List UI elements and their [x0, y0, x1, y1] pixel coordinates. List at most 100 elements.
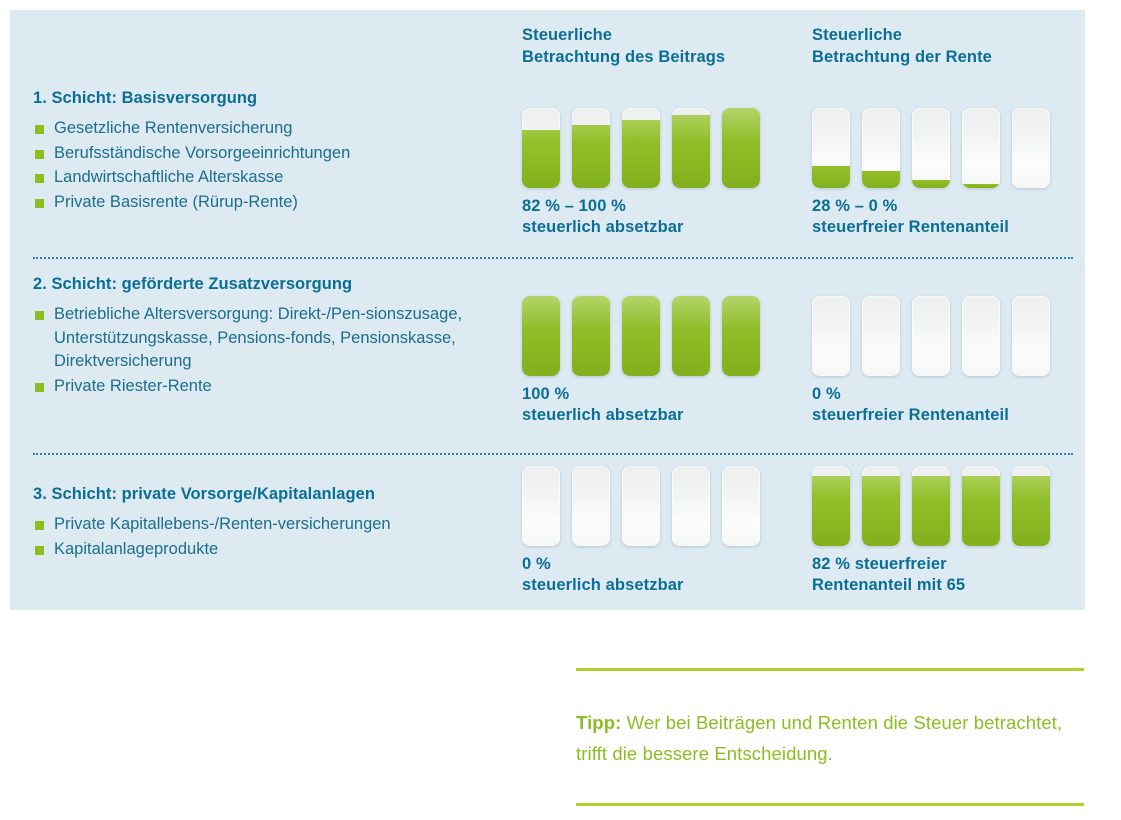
bar-gloss: [722, 466, 760, 546]
bar-indicator: [672, 108, 710, 188]
bar-gloss: [862, 296, 900, 376]
bar-fill: [812, 475, 850, 546]
bar-indicator: [962, 466, 1000, 546]
bar-fill: [722, 108, 760, 188]
list-item: Private Basisrente (Rürup-Rente): [33, 191, 503, 215]
bar-group-section2-pension: [812, 296, 1050, 376]
bullet-square-icon: [35, 149, 44, 159]
bar-fill: [962, 475, 1000, 546]
tip-lead-label: Tipp:: [576, 712, 622, 733]
bar-indicator: [672, 296, 710, 376]
bar-indicator: [862, 296, 900, 376]
bar-indicator: [722, 466, 760, 546]
bar-fill: [862, 171, 900, 188]
bar-fill: [812, 165, 850, 188]
bar-indicator: [1012, 108, 1050, 188]
bar-group-section2-contribution: [522, 296, 760, 376]
bar-group-section3-pension: [812, 466, 1050, 546]
list-item-label: Betriebliche Altersversorgung: Direkt-/P…: [54, 305, 463, 370]
column-header-pension: Steuerliche Betrachtung der Rente: [812, 26, 992, 66]
bar-group-section3-contribution: [522, 466, 760, 546]
bar-gloss: [962, 296, 1000, 376]
bar-gloss: [962, 108, 1000, 188]
list-item: Kapitalanlageprodukte: [33, 538, 503, 562]
list-item-label: Gesetzliche Rentenversicherung: [54, 119, 293, 137]
list-item: Private Kapitallebens-/Renten-versicheru…: [33, 513, 503, 537]
bar-group-section1-contribution: [522, 108, 760, 188]
bar-group-section1-pension: [812, 108, 1050, 188]
column-header-contribution: Steuerliche Betrachtung des Beitrags: [522, 26, 726, 66]
bar-indicator: [862, 108, 900, 188]
list-item-label: Private Kapitallebens-/Renten-versicheru…: [54, 515, 391, 533]
tip-rule-bottom: [576, 803, 1084, 806]
bar-gloss: [522, 466, 560, 546]
bar-fill: [912, 180, 950, 188]
tip-rule-top: [576, 668, 1084, 671]
section-divider-1: [33, 257, 1073, 259]
bar-indicator: [672, 466, 710, 546]
list-item: Private Riester-Rente: [33, 375, 503, 399]
bar-indicator: [572, 108, 610, 188]
bar-indicator: [622, 466, 660, 546]
caption-section1-contribution: 82 % – 100 % steuerlich absetzbar: [522, 197, 684, 236]
bar-indicator: [812, 108, 850, 188]
section-divider-2: [33, 453, 1073, 455]
bar-indicator: [722, 108, 760, 188]
bar-indicator: [862, 466, 900, 546]
section-1-list: Gesetzliche Rentenversicherung Berufsstä…: [33, 117, 503, 214]
bullet-square-icon: [35, 125, 44, 134]
list-item-label: Berufsständische Vorsorgeeinrichtungen: [54, 143, 351, 162]
bar-indicator: [962, 108, 1000, 188]
section-row-1: 1. Schicht: Basisversorgung Gesetzliche …: [10, 82, 1085, 250]
bullet-square-icon: [35, 198, 44, 208]
bar-fill: [862, 475, 900, 546]
bar-indicator: [912, 466, 950, 546]
bar-indicator: [812, 296, 850, 376]
list-item-label: Private Riester-Rente: [54, 376, 212, 395]
bar-gloss: [912, 296, 950, 376]
bar-indicator: [1012, 296, 1050, 376]
tip-box: Tipp: Wer bei Beiträgen und Renten die S…: [576, 668, 1084, 806]
bullet-square-icon: [35, 311, 44, 320]
bar-fill: [672, 296, 710, 376]
bar-indicator: [722, 296, 760, 376]
bullet-square-icon: [35, 521, 44, 530]
section-row-2: 2. Schicht: geförderte Zusatzversorgung …: [10, 268, 1085, 448]
section-3-title: 3. Schicht: private Vorsorge/Kapitalanla…: [33, 485, 376, 503]
bar-fill: [572, 296, 610, 376]
bar-indicator: [962, 296, 1000, 376]
bullet-square-icon: [35, 545, 44, 555]
tip-body-label: Wer bei Beiträgen und Renten die Steuer …: [576, 712, 1063, 764]
bar-indicator: [522, 466, 560, 546]
bar-indicator: [1012, 466, 1050, 546]
bar-fill: [522, 130, 560, 188]
section-3-text: 3. Schicht: private Vorsorge/Kapitalanla…: [33, 484, 503, 562]
bar-indicator: [622, 296, 660, 376]
caption-section2-contribution: 100 % steuerlich absetzbar: [522, 385, 684, 424]
bar-gloss: [1012, 108, 1050, 188]
bar-gloss: [812, 296, 850, 376]
tip-text: Tipp: Wer bei Beiträgen und Renten die S…: [576, 671, 1084, 803]
caption-section3-pension: 82 % steuerfreier Rentenanteil mit 65: [812, 555, 966, 594]
bar-fill: [622, 120, 660, 188]
section-row-3: 3. Schicht: private Vorsorge/Kapitalanla…: [10, 458, 1085, 610]
list-item-label: Landwirtschaftliche Alterskasse: [54, 168, 284, 186]
bar-gloss: [622, 466, 660, 546]
bar-gloss: [1012, 296, 1050, 376]
bar-indicator: [572, 466, 610, 546]
bar-indicator: [522, 108, 560, 188]
list-item: Berufsständische Vorsorgeeinrichtungen: [33, 142, 503, 166]
bar-indicator: [522, 296, 560, 376]
section-2-list: Betriebliche Altersversorgung: Direkt-/P…: [33, 303, 503, 398]
infographic-panel: Steuerliche Betrachtung des Beitrags Ste…: [10, 10, 1085, 610]
bar-gloss: [672, 466, 710, 546]
caption-section1-pension: 28 % – 0 % steuerfreier Rentenanteil: [812, 197, 1009, 236]
caption-section2-pension: 0 % steuerfreier Rentenanteil: [812, 385, 1009, 424]
bar-fill: [962, 184, 1000, 188]
list-item-label: Private Basisrente (Rürup-Rente): [54, 192, 298, 211]
bullet-square-icon: [35, 174, 44, 183]
bar-fill: [622, 296, 660, 376]
bar-fill: [912, 475, 950, 546]
section-3-list: Private Kapitallebens-/Renten-versicheru…: [33, 513, 503, 561]
list-item: Landwirtschaftliche Alterskasse: [33, 166, 503, 190]
